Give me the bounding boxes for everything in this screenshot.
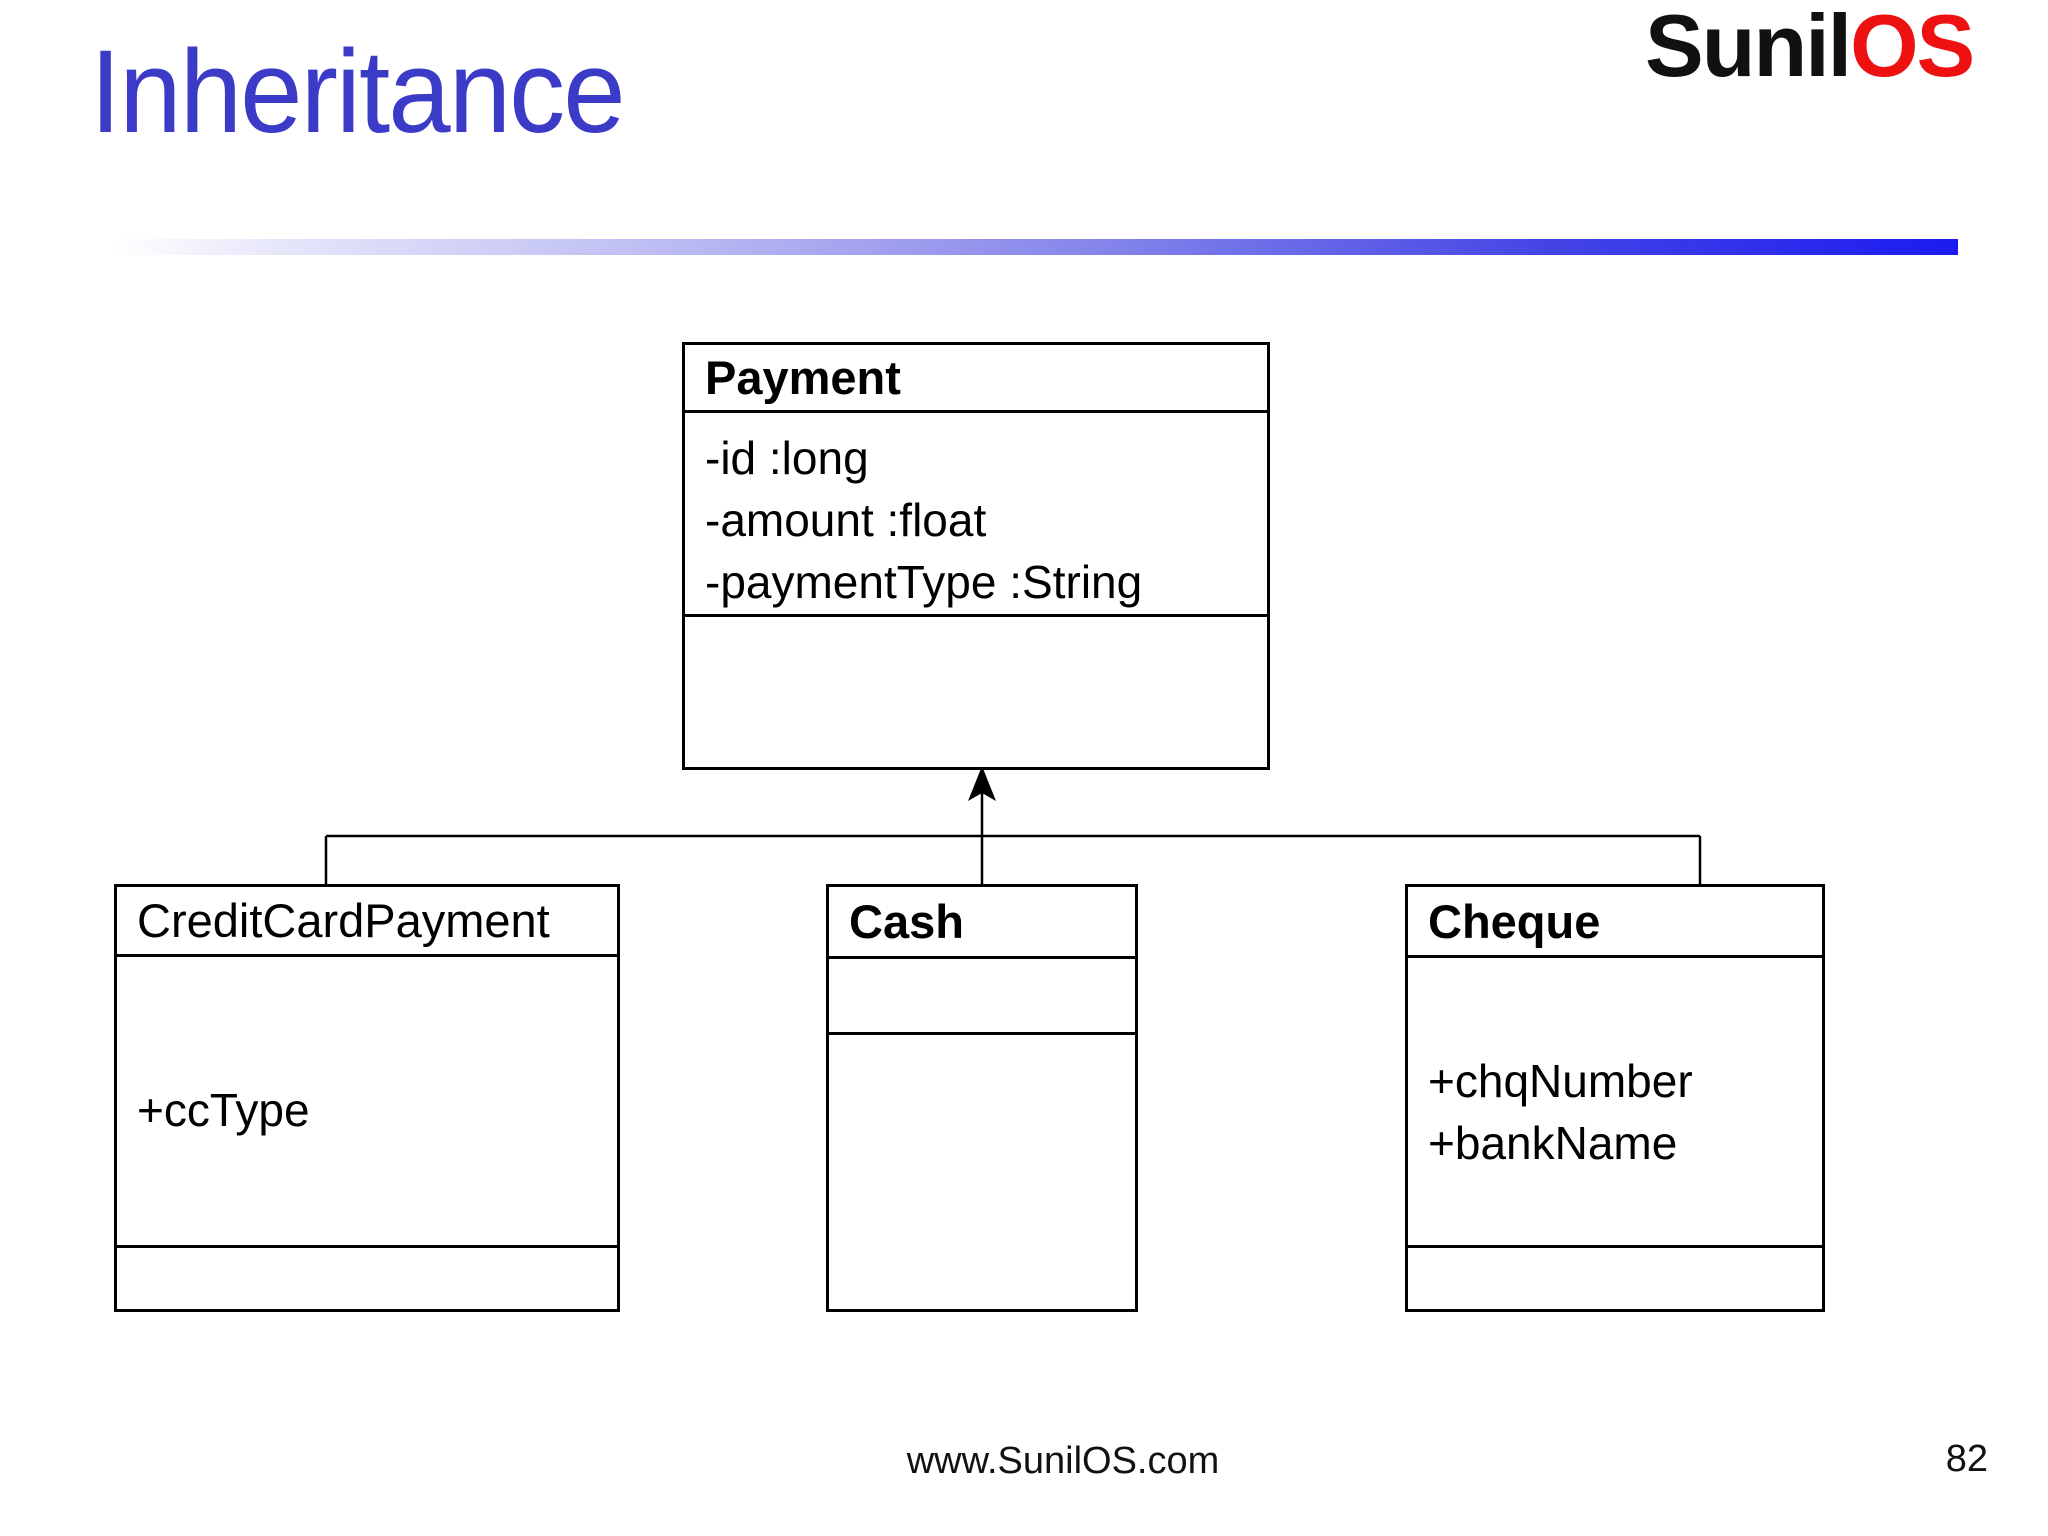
- attribute-item: -amount :float: [705, 494, 987, 546]
- attributes-compartment: +chqNumber +bankName: [1408, 958, 1822, 1248]
- logo-text-os: OS: [1850, 0, 1975, 95]
- class-box-cash: Cash: [826, 884, 1138, 1312]
- methods-compartment: [1408, 1248, 1822, 1309]
- methods-compartment: [829, 1035, 1135, 1309]
- attribute-item: -paymentType :String: [705, 556, 1143, 608]
- attributes-compartment: -id :long -amount :float -paymentType :S…: [685, 413, 1267, 617]
- class-title: CreditCardPayment: [117, 887, 617, 957]
- methods-compartment: [117, 1248, 617, 1309]
- class-title: Cash: [829, 887, 1135, 959]
- class-title: Cheque: [1408, 887, 1822, 958]
- sunilos-logo: SunilOS: [1645, 2, 1975, 90]
- attributes-compartment: +ccType: [117, 957, 617, 1248]
- methods-compartment: [685, 617, 1267, 767]
- attribute-item: +ccType: [137, 1084, 310, 1136]
- logo-text-sunil: Sunil: [1645, 0, 1852, 95]
- title-underline-bar: [110, 239, 1958, 255]
- page-title: Inheritance: [90, 26, 626, 158]
- attribute-item: +chqNumber: [1428, 1055, 1693, 1107]
- class-box-creditcardpayment: CreditCardPayment +ccType: [114, 884, 620, 1312]
- page-number: 82: [1945, 1438, 1988, 1480]
- footer-url: www.SunilOS.com: [906, 1440, 1220, 1482]
- attributes-compartment: [829, 959, 1135, 1035]
- generalization-arrowhead: [968, 766, 996, 801]
- class-box-cheque: Cheque +chqNumber +bankName: [1405, 884, 1825, 1312]
- attribute-item: +bankName: [1428, 1117, 1678, 1169]
- attribute-item: -id :long: [705, 432, 869, 484]
- class-title: Payment: [685, 345, 1267, 413]
- class-box-payment: Payment -id :long -amount :float -paymen…: [682, 342, 1270, 770]
